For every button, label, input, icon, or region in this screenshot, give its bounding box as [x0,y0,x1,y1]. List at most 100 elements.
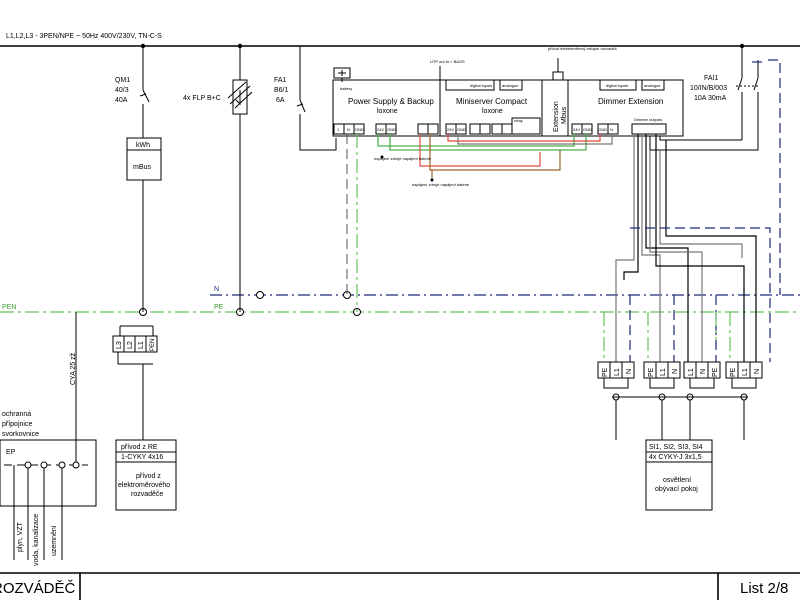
outlet-terminal-4: PE L1 N [725,361,763,401]
ps-out-24v: 24V [377,127,384,132]
main-terminal-l3: L3 [116,341,123,349]
earth-note-3: svorkovnice [2,431,39,438]
fai1-ratings: 10A 30mA [694,95,727,102]
earth-ep-label: EP [6,449,16,456]
fa1-breaker-left: FA1 B6/1 6A [274,46,337,151]
wire-junction-b [430,178,434,182]
ps-term-n: N [347,127,350,132]
earth-note-1: ochranná [2,411,31,418]
supply-desc-3: rozvaděče [131,491,163,498]
small-note-b: napájení zdroje napájení baterie [412,182,470,187]
power-supply-sub: loxone [377,108,398,115]
lights-box: SI1, SI2, SI3, SI4 4x CYKY-J 3x1,5 osvět… [645,439,713,511]
earth-bar: ochranná přípojnice svorkovnice EP CYA 2… [0,312,97,566]
outlet-terminal-1: PE L1 N [597,361,635,401]
miniserver-sub: loxone [482,108,503,115]
dim-term-gnd2: GND [598,127,607,132]
ps-term-1: 1 [337,127,340,132]
supply-box: přívod z RE 1-CYKY 4x16 přívod z elektro… [115,392,177,511]
qm1-rating: 40/3 [115,87,129,94]
dim-term-n: N [610,127,613,132]
small-note-a: napájení zdroje napájení baterie [374,156,432,161]
meter-kwh-label: kWh [136,142,150,149]
outlet2-l1: L1 [660,368,667,376]
pe-rail-label: PE [214,304,224,311]
dim-term-24v: 24V [573,127,580,132]
main-terminal-pen: PEN [150,339,156,351]
dimmer-title: Dimmer Extension [598,97,663,106]
dim-term-gnd: GND [583,127,592,132]
dimmer-outputs-label: Dimmer outputs [634,117,662,122]
qm1-name: QM1 [115,77,130,84]
n-node-surge [256,291,264,299]
extension-note: přívod elektroměrový vstupní rozvaděč [548,46,617,51]
surge-protector: 4x FLP B+C [183,46,253,312]
supply-desc-1: přívod z [136,473,161,480]
wire-junction-a [380,155,384,159]
ps-term-gnd: GND [355,127,364,132]
outlet1-pe: PE [602,367,609,377]
qm1-current: 40A [115,97,128,104]
earth-branch-1: plyn, VZT [17,521,24,552]
main-terminal-block: L3 L2 L1 PEN [112,325,158,392]
outlet4-pe: PE [730,367,737,377]
ps-out-gnd: GND [387,127,396,132]
main-terminal-l1: L1 [138,341,145,349]
extension-sub: Mbus [561,106,568,124]
outlet2-n: N [672,369,679,374]
dim-digital-inputs-label: digital inputs [606,83,628,88]
earth-branch-3: uzemnění [51,525,58,556]
fa1-name: FA1 [274,77,287,84]
main-terminal-l2: L2 [127,341,134,349]
outlet-terminal-3: L1 N PE [683,361,721,401]
title-block: ROZVÁDĚČ List 2/8 [0,572,800,600]
dimmer-output-wiring [603,134,771,362]
power-supply-title: Power Supply & Backup [348,97,434,106]
fa1-current: 6A [276,97,285,104]
ms-analogue-label: analogue [502,83,519,88]
battery-icon [333,67,351,82]
sheet-page: List 2/8 [740,580,788,597]
energy-meter: kWh mBus [126,137,162,312]
miniserver-title: Miniserver Compact [456,97,528,106]
supply-cable: 1-CYKY 4x16 [121,454,163,461]
outlet3-pe: PE [712,367,719,377]
sheet-title: ROZVÁDĚČ [0,580,76,597]
ms-term-gnd: GND [457,127,466,132]
outlet4-n: N [754,369,761,374]
surge-label: 4x FLP B+C [183,95,221,102]
earth-note-2: přípojnice [2,421,32,428]
n-rail-label: N [214,286,219,293]
earth-cable-label: CYA 25 zž [70,352,77,385]
loxone-rail: battery Power Supply & Backup loxone Min… [332,46,684,137]
supply-header-text: L1,L2,L3 - 3PEN/NPE ~ 50Hz 400V/230V, TN… [6,33,162,40]
module-bus-wiring: napájení zdroje napájení baterie napájen… [346,134,613,312]
outlet1-n: N [626,369,633,374]
outlet-terminal-2: PE L1 N [643,361,681,401]
outlet3-l1: L1 [688,368,695,376]
qm1-breaker: QM1 40/3 40A [115,46,150,138]
meter-mbus-label: mBus [133,164,151,171]
battery-label: battery [340,86,352,91]
ms-relay-label: relay [514,118,523,123]
fai1-name: FAI1 [704,75,719,82]
ms-digital-inputs-label: digital inputs [470,83,492,88]
ip-note: UTP out to > BAGS [430,59,465,64]
earth-branch-2: voda, kanalizace [33,514,40,566]
outlet2-pe: PE [648,367,655,377]
fai1-spec: 10/IN/B/003 [690,85,727,92]
outlet3-n: N [700,369,707,374]
lights-desc-1: osvětlení [663,477,691,484]
lights-title: SI1, SI2, SI3, SI4 [649,444,703,451]
outlet-terminals: PE L1 N PE L1 N L1 N PE [597,361,763,440]
extension-title: Extension [553,101,560,132]
outlet1-l1: L1 [614,368,621,376]
supply-title: přívod z RE [121,444,158,451]
pen-rail-label: PEN [2,304,16,311]
dim-analogue-label: analogue [644,83,661,88]
outlet4-l1: L1 [742,368,749,376]
lights-cable: 4x CYKY-J 3x1,5 [649,454,702,461]
supply-desc-2: elektroměrového [118,482,170,489]
lights-desc-2: obývací pokoj [655,486,698,493]
